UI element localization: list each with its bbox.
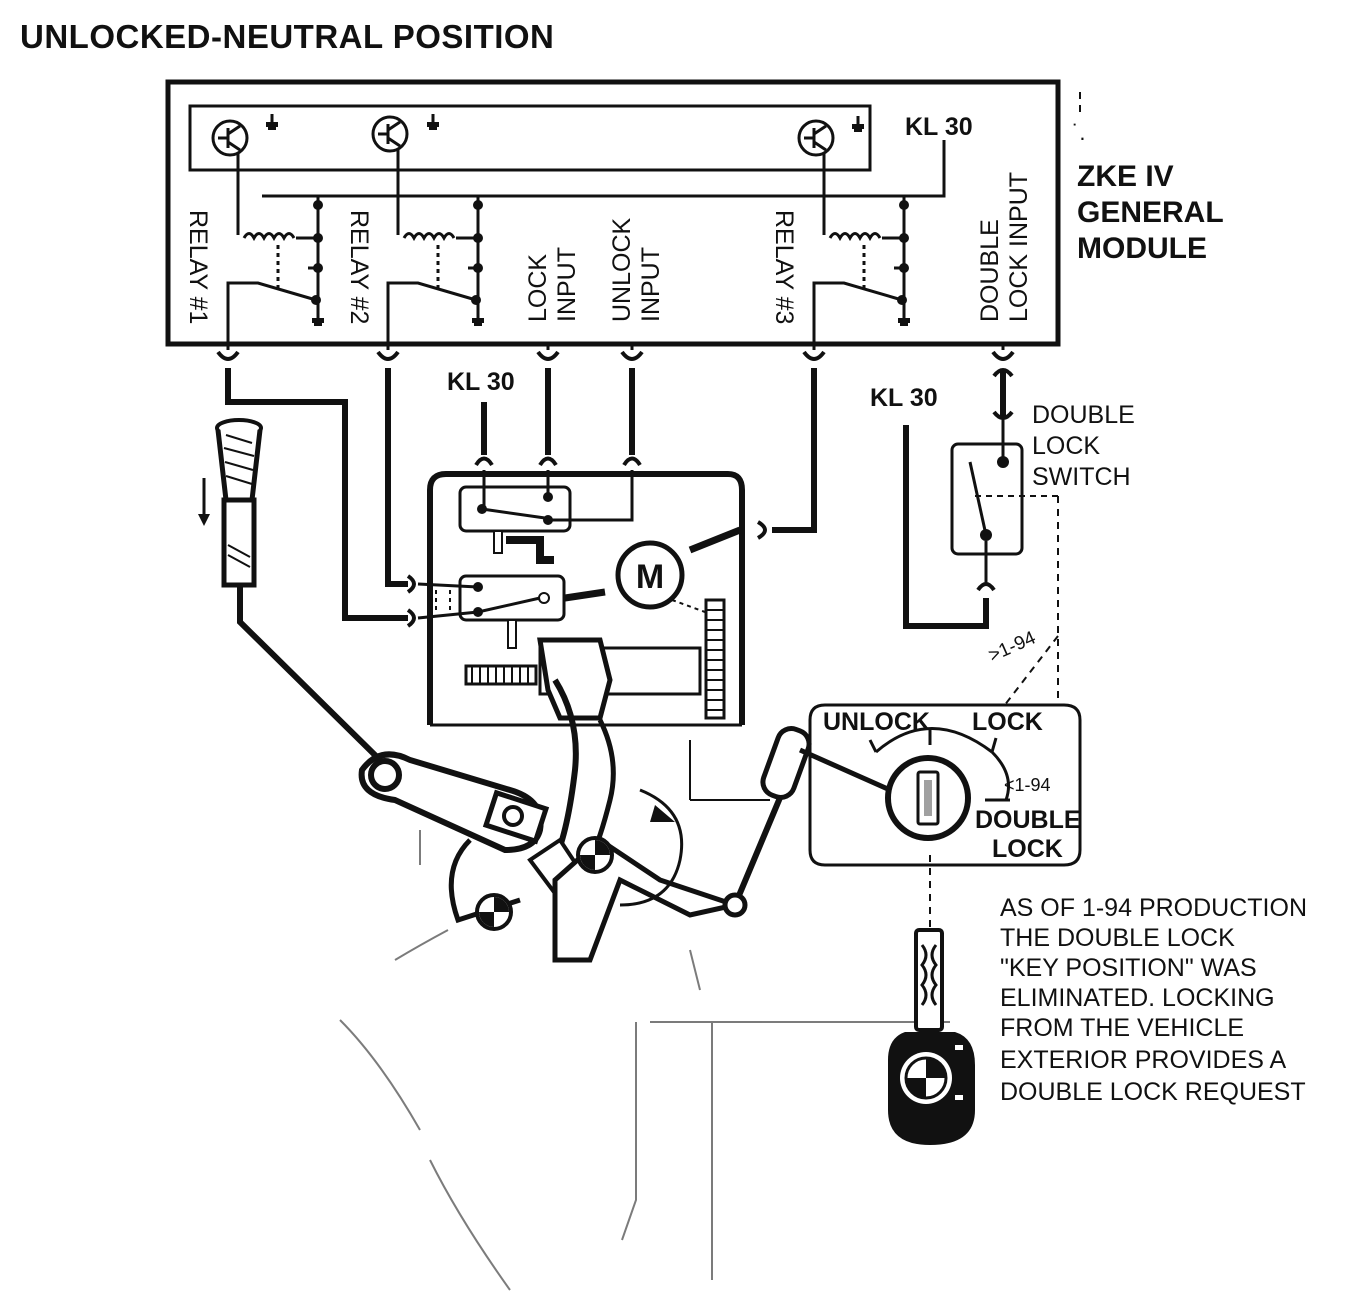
lock-input-label-2: INPUT bbox=[553, 247, 581, 322]
module-kl30-label: KL 30 bbox=[905, 113, 973, 141]
connectors bbox=[216, 350, 1015, 361]
lock-actuator: M bbox=[417, 470, 745, 727]
double-lock-input-label-2: LOCK INPUT bbox=[1005, 172, 1033, 322]
cylinder-double-lock-label-1: DOUBLE bbox=[975, 806, 1081, 834]
motor-icon bbox=[615, 540, 685, 610]
note-line: "KEY POSITION" WAS bbox=[1000, 954, 1257, 982]
ground-icon bbox=[896, 308, 912, 328]
note-line: EXTERIOR PROVIDES A bbox=[1000, 1046, 1287, 1074]
ground-icon bbox=[425, 112, 441, 132]
cylinder-lock-label: LOCK bbox=[972, 708, 1043, 736]
key-cylinder bbox=[798, 703, 1082, 867]
transistor-icon bbox=[211, 119, 249, 157]
cylinder-unlock-label: UNLOCK bbox=[823, 708, 930, 736]
ground-icon bbox=[264, 112, 280, 132]
diagram-title: UNLOCKED-NEUTRAL POSITION bbox=[20, 18, 554, 55]
note-line: AS OF 1-94 PRODUCTION bbox=[1000, 894, 1307, 922]
key-icon bbox=[888, 928, 975, 1145]
note-line: ELIMINATED. LOCKING bbox=[1000, 984, 1275, 1012]
double-lock-input-label-1: DOUBLE bbox=[976, 219, 1004, 322]
ground-icon bbox=[310, 308, 326, 328]
roundel-icon bbox=[576, 836, 614, 874]
unlock-input-label-2: INPUT bbox=[637, 247, 665, 322]
cylinder-double-lock-label-2: LOCK bbox=[992, 835, 1063, 863]
wiring bbox=[225, 368, 1006, 763]
actuator-kl30-label: KL 30 bbox=[447, 368, 515, 396]
ground-icon bbox=[470, 308, 486, 328]
transistor-icon bbox=[371, 115, 409, 153]
relay1-label: RELAY #1 bbox=[184, 210, 212, 324]
switch-kl30-label: KL 30 bbox=[870, 384, 938, 412]
post-date-label: <1-94 bbox=[1004, 775, 1051, 795]
relay-coil-icon bbox=[402, 232, 456, 240]
module-corner-mark: ˙. bbox=[1072, 120, 1085, 145]
module-name-line1: ZKE IV bbox=[1077, 160, 1174, 193]
note-line: THE DOUBLE LOCK bbox=[1000, 924, 1235, 952]
note-line: FROM THE VEHICLE bbox=[1000, 1014, 1244, 1042]
production-note: AS OF 1-94 PRODUCTION THE DOUBLE LOCK "K… bbox=[1000, 894, 1307, 1106]
double-lock-switch-label-3: SWITCH bbox=[1032, 463, 1131, 491]
relay-coil-icon bbox=[828, 232, 882, 240]
unlock-input-label-1: UNLOCK bbox=[608, 217, 636, 322]
relay-coil-icon bbox=[242, 232, 296, 240]
lock-input-label-1: LOCK bbox=[524, 254, 552, 322]
double-lock-switch-label-2: LOCK bbox=[1032, 432, 1100, 460]
motor-label: M bbox=[636, 558, 664, 596]
double-lock-switch-label-1: DOUBLE bbox=[1032, 401, 1135, 429]
transistor-icon bbox=[797, 119, 835, 157]
module-name-line3: MODULE bbox=[1077, 232, 1207, 265]
lock-button bbox=[198, 418, 263, 588]
module-name-line2: GENERAL bbox=[1077, 196, 1224, 229]
note-line: DOUBLE LOCK REQUEST bbox=[1000, 1078, 1306, 1106]
door-panel-outline bbox=[339, 830, 950, 1291]
pre-date-label: >1-94 bbox=[985, 627, 1039, 666]
roundel-icon bbox=[475, 893, 513, 931]
double-lock-switch bbox=[950, 418, 1060, 585]
ground-icon bbox=[850, 114, 866, 134]
relay2-label: RELAY #2 bbox=[345, 210, 373, 324]
relay3-label: RELAY #3 bbox=[770, 210, 798, 324]
zke-module: KL 30 bbox=[165, 79, 1061, 350]
